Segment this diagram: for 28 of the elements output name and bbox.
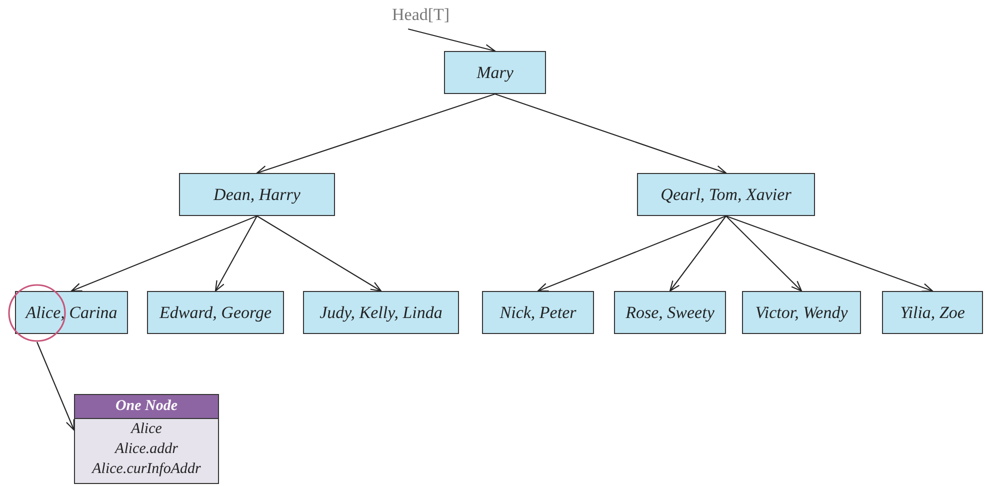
record-field: Alice.addr (115, 439, 178, 459)
tree-node-box: Victor, Wendy (742, 291, 861, 334)
record-box (74, 394, 219, 484)
record-header: One Node (75, 395, 218, 419)
highlight-circle (8, 284, 66, 342)
tree-node-box: Qearl, Tom, Xavier (637, 173, 815, 216)
pointer-label: Head[T] (392, 4, 450, 26)
arrow (36, 342, 75, 431)
tree-node-box: Nick, Peter (482, 291, 594, 334)
tree-node-box: Mary (444, 51, 546, 94)
arrow (256, 216, 382, 292)
record-field: Alice.curInfoAddr (92, 459, 201, 479)
arrow (214, 216, 258, 292)
arrow (669, 216, 726, 292)
arrow (70, 216, 258, 292)
record-field: Alice (131, 419, 162, 439)
tree-node-box: Yilia, Zoe (882, 291, 983, 334)
tree-node-box: Alice, Carina (15, 291, 128, 334)
arrow (408, 28, 496, 53)
arrow (726, 215, 934, 292)
tree-node-box: Judy, Kelly, Linda (303, 291, 459, 334)
arrow (726, 216, 802, 292)
tree-node-box: Edward, George (147, 291, 284, 334)
arrow (494, 93, 727, 174)
arrow (537, 215, 726, 292)
tree-node-box: Rose, Sweety (614, 291, 726, 334)
tree-node-box: Dean, Harry (179, 173, 335, 216)
arrow (256, 93, 496, 174)
